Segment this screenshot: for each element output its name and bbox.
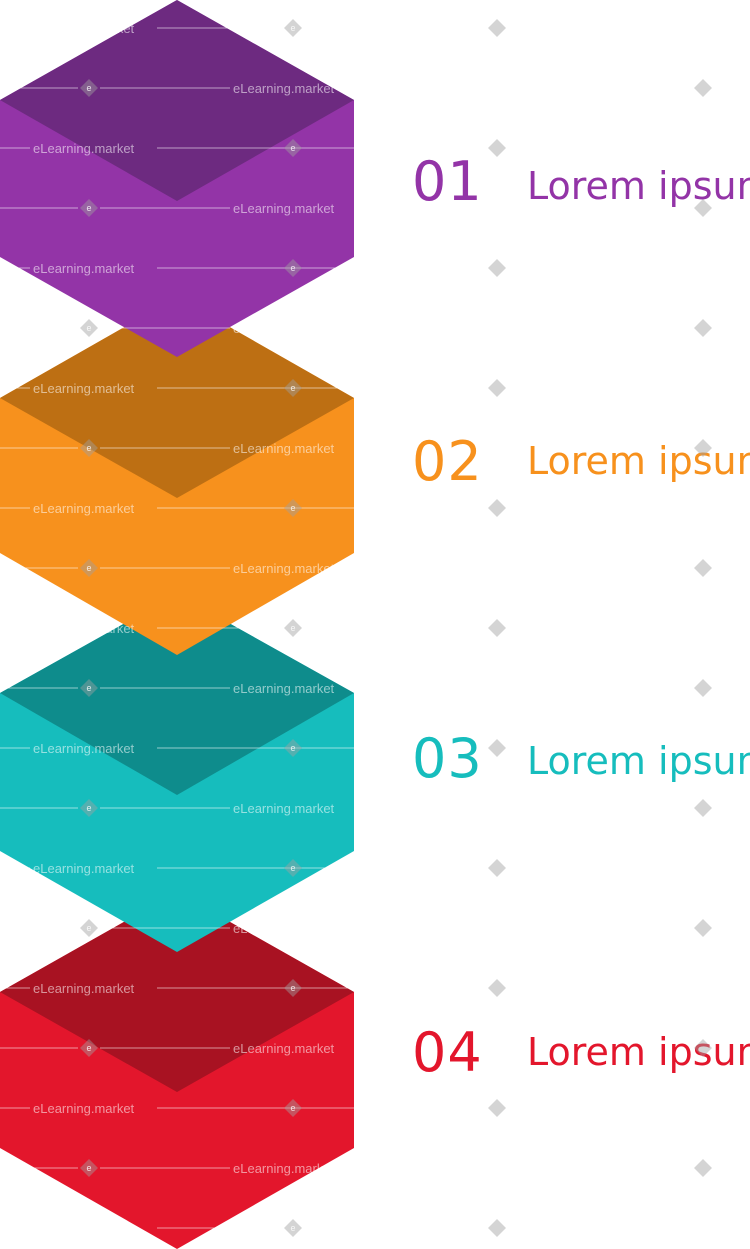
step-2-number: 02 <box>412 430 483 493</box>
step-4-number: 04 <box>412 1021 483 1084</box>
step-1-number: 01 <box>412 150 483 213</box>
hexagon-step-2 <box>0 297 354 655</box>
hexagon-step-1 <box>0 0 354 357</box>
step-3-number: 03 <box>412 727 483 790</box>
step-2-title: Lorem ipsum <box>527 439 750 483</box>
step-4-title: Lorem ipsum <box>527 1030 750 1074</box>
hexagon-step-4 <box>0 892 354 1249</box>
step-1-title: Lorem ipsum <box>527 164 750 208</box>
hexagon-step-3 <box>0 594 354 952</box>
step-3-title: Lorem ipsum <box>527 739 750 783</box>
